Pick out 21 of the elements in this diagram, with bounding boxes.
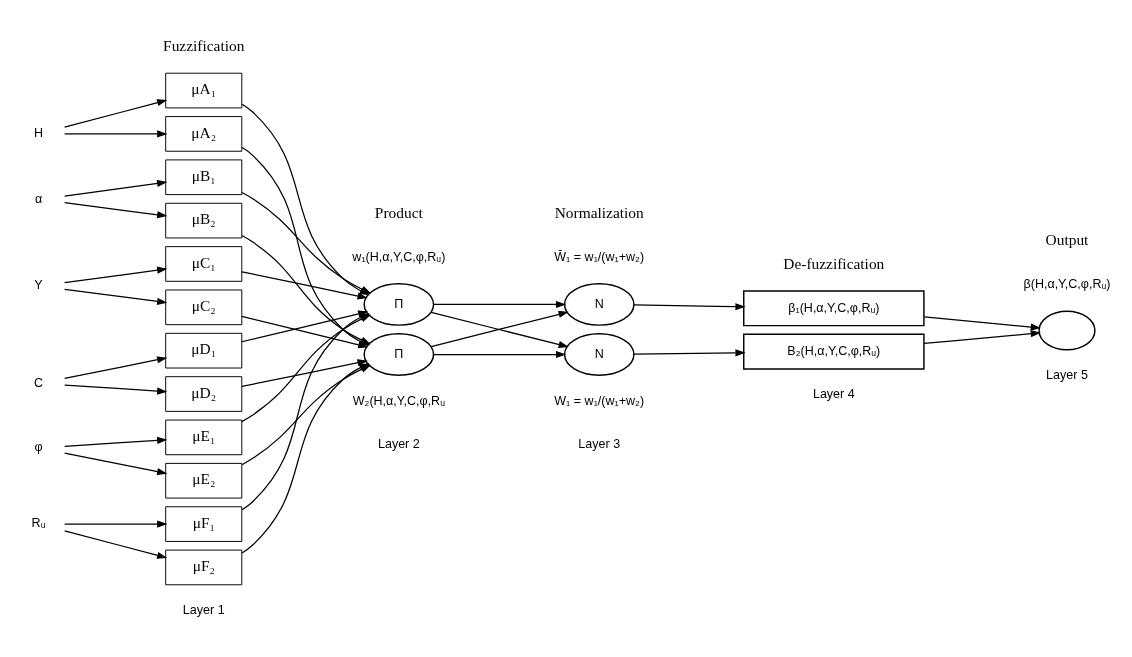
node-text: C (34, 375, 44, 390)
node-text: α (34, 191, 43, 206)
label: Layer 4 (812, 386, 855, 401)
label: Layer 5 (1046, 367, 1088, 382)
label: Output (1045, 230, 1089, 248)
label: De-fuzzification (783, 254, 885, 272)
label: Fuzzification (163, 36, 245, 54)
label: Layer 1 (182, 602, 225, 617)
label: Product (374, 203, 423, 221)
node-text: Y (34, 277, 43, 292)
node-label: W₂(H,α,Y,C,φ,Rᵤ (352, 393, 445, 408)
node-text: φ (34, 439, 43, 454)
node-label: β(H,α,Y,C,φ,Rᵤ) (1023, 276, 1111, 291)
node-text: H (34, 125, 44, 140)
label: Normalization (554, 203, 644, 221)
label: W̄₁ = w₁/(w₁+w₂) (554, 249, 645, 263)
node-label: w₁(H,α,Y,C,φ,Rᵤ) (352, 249, 446, 263)
node-text: Rᵤ (31, 515, 46, 530)
label: Layer 3 (578, 436, 621, 451)
label: W₁ = w₁/(w₁+w₂) (554, 393, 645, 408)
label: Layer 2 (377, 436, 420, 451)
